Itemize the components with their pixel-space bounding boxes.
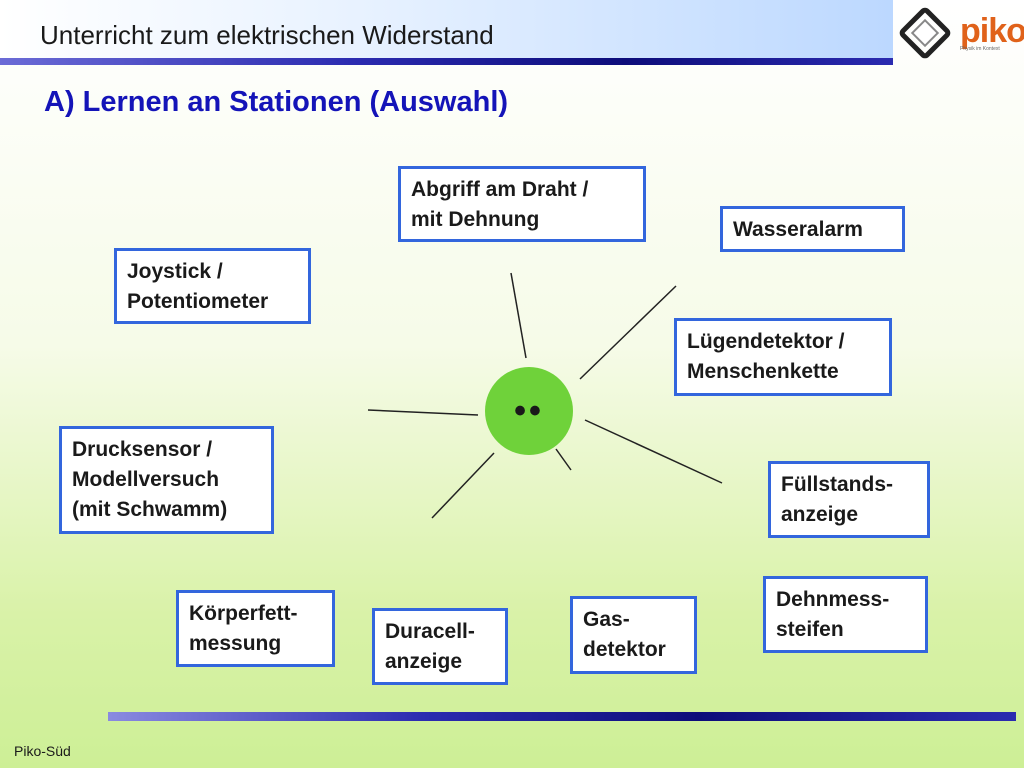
footer-divider <box>108 712 1016 721</box>
connector-line-bottom <box>555 448 572 471</box>
header-title: Unterricht zum elektrischen Widerstand <box>40 20 494 50</box>
page-title: A) Lernen an Stationen (Auswahl) <box>44 86 509 118</box>
header-band <box>0 0 893 62</box>
station-dehnmess: Dehnmess- steifen <box>763 576 928 653</box>
station-luegendetektor: Lügendetektor / Menschenkette <box>674 318 892 396</box>
center-label: •• <box>514 391 544 430</box>
logo-text-pi: pi <box>960 12 989 50</box>
logo-wordmark: piko <box>960 12 1024 51</box>
connector-line-top-right <box>579 285 677 380</box>
station-fuellstand: Füllstands- anzeige <box>768 461 930 538</box>
station-duracell: Duracell- anzeige <box>372 608 508 685</box>
connector-line-bottom-left <box>431 452 495 519</box>
station-wasseralarm: Wasseralarm <box>720 206 905 252</box>
station-gasdetektor: Gas- detektor <box>570 596 697 674</box>
connector-line-right <box>584 419 723 484</box>
logo-tagline: Physik im Kontext <box>960 46 1000 52</box>
connector-line-left <box>367 409 479 416</box>
connector-line-top <box>510 272 527 359</box>
station-joystick: Joystick / Potentiometer <box>114 248 311 324</box>
center-circle <box>485 367 573 455</box>
footer-text: Piko-Süd <box>14 743 71 759</box>
station-koerperfett: Körperfett- messung <box>176 590 335 667</box>
station-abgriff: Abgriff am Draht / mit Dehnung <box>398 166 646 242</box>
logo-text-ko: ko <box>988 12 1024 50</box>
header-divider <box>0 58 893 65</box>
station-drucksensor: Drucksensor / Modellversuch (mit Schwamm… <box>59 426 274 534</box>
piko-logo-icon <box>899 7 951 59</box>
